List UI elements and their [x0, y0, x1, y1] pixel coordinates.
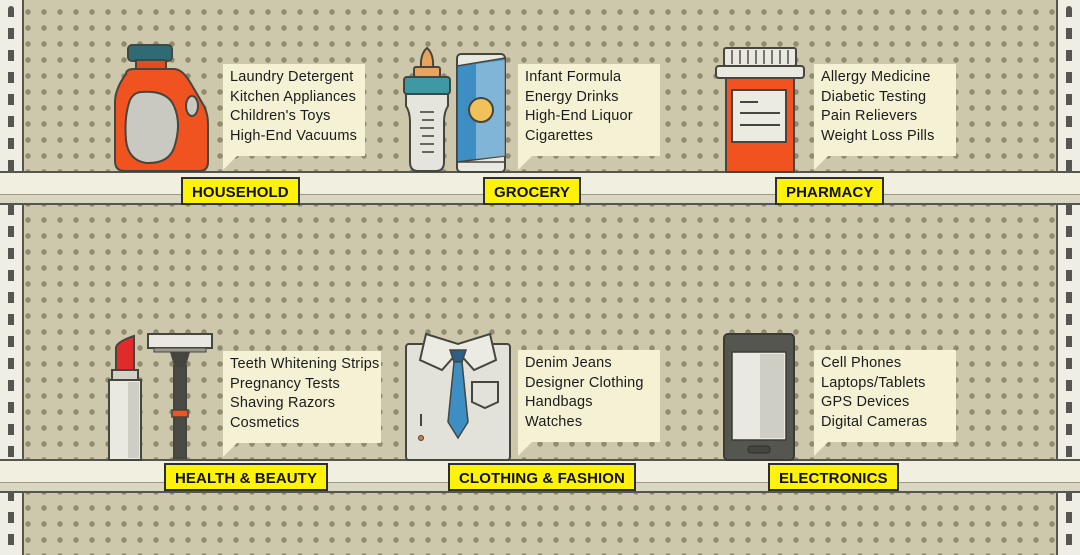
energy-drink-can-icon — [456, 53, 506, 173]
list-item: Laptops/Tablets — [821, 374, 926, 391]
household-label: HOUSEHOLD — [181, 177, 300, 205]
lipstick-icon — [108, 334, 142, 461]
smartphone-icon — [723, 333, 795, 461]
electronics-label: ELECTRONICS — [768, 463, 899, 491]
grocery-item-list: Infant Formula Energy Drinks High-End Li… — [518, 64, 660, 170]
household-item-list: Laundry Detergent Kitchen Appliances Chi… — [223, 64, 365, 170]
list-item: Cell Phones — [821, 355, 902, 371]
health-beauty-label: HEALTH & BEAUTY — [164, 463, 329, 491]
pharmacy-label: PHARMACY — [775, 177, 885, 205]
list-item: Energy Drinks — [525, 88, 619, 105]
list-item: High-End Vacuums — [230, 127, 358, 144]
shirt-and-tie-icon — [405, 332, 511, 461]
health-beauty-item-list: Teeth Whitening Strips Pregnancy Tests S… — [223, 351, 381, 457]
pharmacy-item-list: Allergy Medicine Diabetic Testing Pain R… — [814, 64, 956, 170]
electronics-item-list: Cell Phones Laptops/Tablets GPS Devices … — [814, 350, 956, 456]
list-item: Designer Clothing — [525, 374, 644, 391]
list-item: Children's Toys — [230, 108, 331, 124]
baby-bottle-icon — [403, 46, 451, 172]
list-item: Pain Relievers — [821, 108, 918, 124]
clothing-fashion-item-list: Denim Jeans Designer Clothing Handbags W… — [518, 350, 660, 456]
list-item: Infant Formula — [525, 69, 622, 85]
razor-icon — [147, 333, 213, 459]
detergent-bottle-icon — [114, 44, 209, 172]
list-item: Teeth Whitening Strips — [230, 356, 380, 372]
list-item: Watches — [525, 413, 583, 430]
list-item: Cigarettes — [525, 127, 594, 144]
clothing-fashion-label: CLOTHING & FASHION — [448, 463, 636, 491]
list-item: Denim Jeans — [525, 355, 612, 371]
list-item: High-End Liquor — [525, 108, 633, 124]
list-item: Kitchen Appliances — [230, 88, 357, 105]
list-item: Pregnancy Tests — [230, 375, 340, 392]
list-item: Laundry Detergent — [230, 69, 354, 85]
list-item: GPS Devices — [821, 394, 910, 410]
list-item: Shaving Razors — [230, 395, 336, 411]
grocery-label: GROCERY — [483, 177, 581, 205]
list-item: Handbags — [525, 394, 593, 410]
list-item: Cosmetics — [230, 414, 300, 431]
list-item: Diabetic Testing — [821, 88, 927, 105]
list-item: Allergy Medicine — [821, 69, 931, 85]
list-item: Digital Cameras — [821, 413, 928, 430]
list-item: Weight Loss Pills — [821, 127, 935, 144]
pill-bottle-icon — [715, 47, 805, 173]
